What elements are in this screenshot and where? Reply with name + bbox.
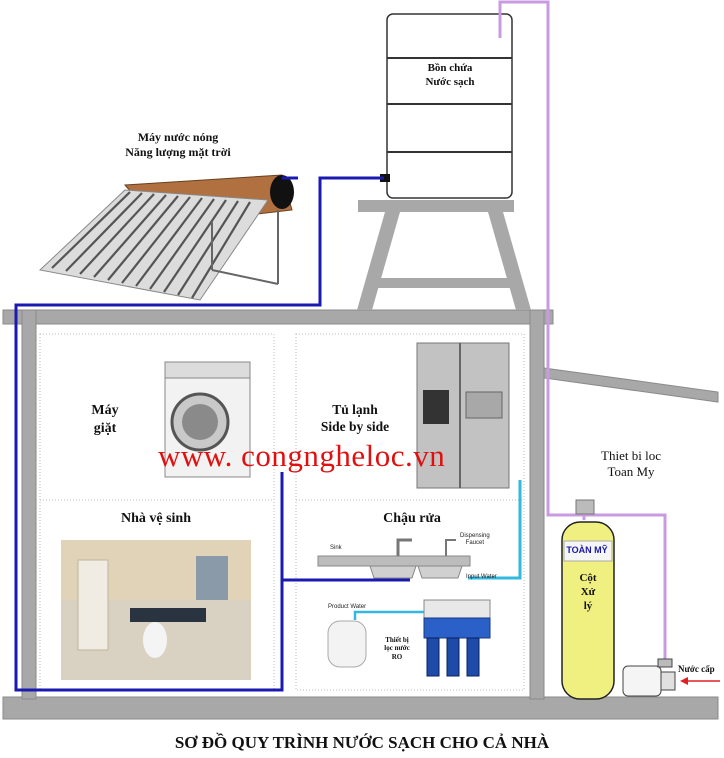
left-wall [21,309,37,700]
sink-area-label: Chậu rửa [383,511,441,526]
column-brand-label: TOÀN MỸ [566,545,608,555]
product-water-label: Product Water [328,604,367,610]
roof-slab [2,309,554,325]
hot-water-pipe [14,176,384,692]
floor-slab [2,696,719,720]
sink-small-label: Sink [330,545,342,551]
website-watermark: www. congngheloc.vn [158,438,446,473]
house-structure [2,309,719,720]
ro-pipe [353,610,430,620]
bathroom-label: Nhà vệ sinh [120,511,192,526]
tank-stand [357,200,531,310]
treatment-column [561,499,615,700]
right-wall [529,309,545,700]
diagram-title: SƠ ĐỒ QUY TRÌNH NƯỚC SẠCH CHO CẢ NHÀ [174,733,550,752]
supply-arrow [680,677,720,685]
water-tank [380,13,513,199]
roof-overhang [543,367,719,403]
washing-machine [164,361,251,478]
solar-heater [38,174,294,301]
input-water-label: Input Water [466,574,497,580]
supply-pipe-purple [498,0,667,660]
supply-label: Nước cấp [678,664,715,674]
sink-ro-system [317,538,491,677]
refrigerator [416,342,510,489]
pump [622,658,676,697]
bathroom-photo [61,540,251,680]
clean-water-pipe [468,480,522,580]
